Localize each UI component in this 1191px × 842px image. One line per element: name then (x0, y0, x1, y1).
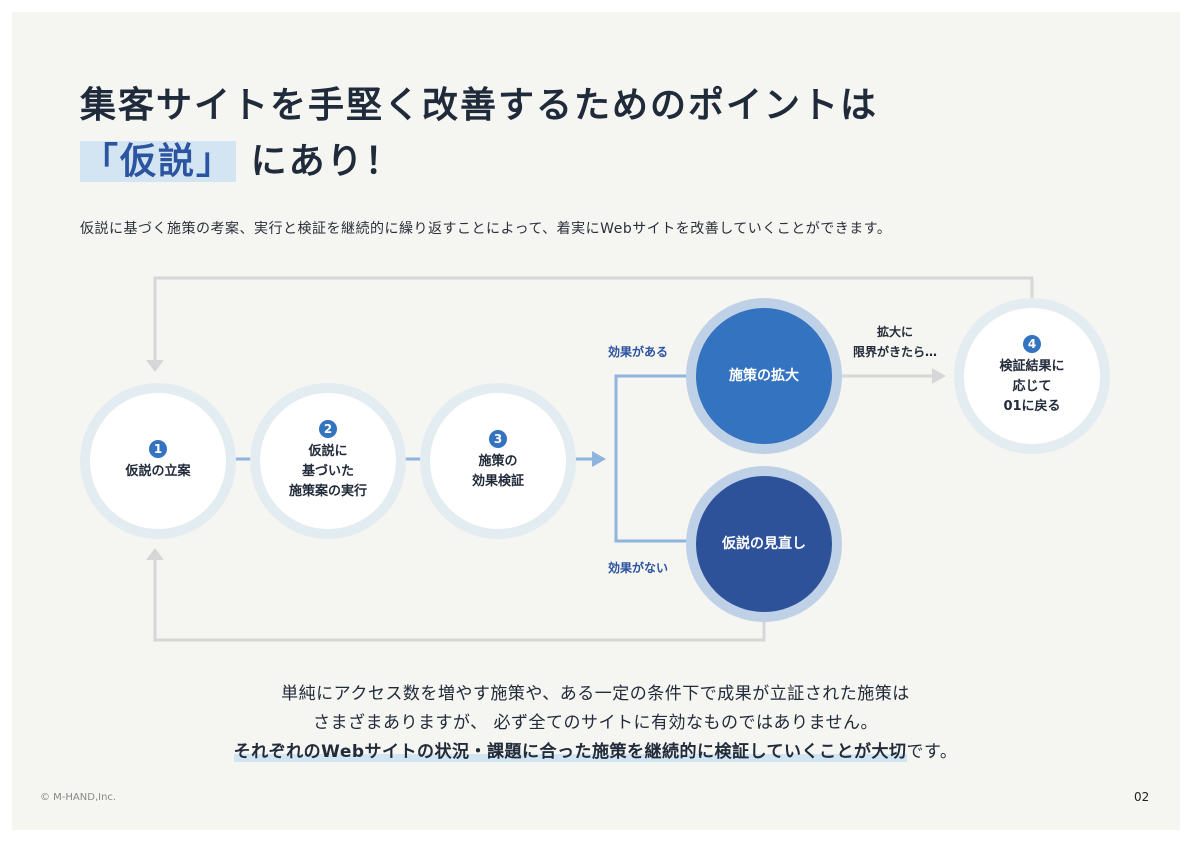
review-label: 仮説の見直し (722, 536, 806, 552)
conclusion-emphasis: それぞれのWebサイトの状況・課題に合った施策を継続的に検証していくことが大切 (233, 742, 907, 762)
conclusion-line-1: 単純にアクセス数を増やす施策や、ある一定の条件下で成果が立証された施策は (281, 684, 910, 704)
step-label: 検証結果に 応じて 01に戻る (999, 359, 1065, 414)
loop-bottom-line (153, 558, 766, 642)
subtitle: 仮説に基づく施策の考案、実行と検証を継続的に繰り返すことによって、着実にWebサ… (80, 221, 892, 237)
copyright: © M-HAND,Inc. (40, 792, 117, 803)
conclusion-line-3-rest: です。 (906, 742, 958, 762)
step-number-badge: 1 (149, 440, 167, 458)
negative-effect-label: 効果がない (608, 561, 669, 575)
branch-bracket (614, 374, 696, 543)
positive-effect-label: 効果がある (608, 345, 669, 359)
step-number-badge: 2 (319, 420, 337, 438)
arrow-right-icon (592, 451, 606, 467)
conclusion-text: 単純にアクセス数を増やす施策や、ある一定の条件下で成果が立証された施策は さまざ… (0, 680, 1191, 767)
step-3-circle: 3 施策の 効果検証 (420, 383, 576, 539)
step-number-badge: 4 (1023, 335, 1041, 353)
step-label: 施策の 効果検証 (471, 454, 524, 489)
limit-note: 拡大に 限界がきたら… (852, 325, 937, 359)
title-highlight: 「仮説」 (80, 141, 237, 182)
arrow-down-icon (146, 360, 164, 372)
title-line-1: 集客サイトを手堅く改善するためのポイントは (80, 85, 879, 126)
conclusion-line-2: さまざまありますが、 必ず全てのサイトに有効なものではありません。 (312, 713, 879, 733)
expand-measures-circle: 施策の拡大 (686, 298, 842, 454)
title-line-2: にあり！ (250, 141, 403, 182)
step-label: 仮説の立案 (125, 464, 191, 479)
page-number: 02 (1134, 790, 1150, 804)
step-number-badge: 3 (489, 430, 507, 448)
review-hypothesis-circle: 仮説の見直し (686, 466, 842, 622)
expand-label: 施策の拡大 (729, 368, 799, 384)
step-label: 仮説に 基づいた 施策案の実行 (288, 444, 367, 499)
arrow-right-gray-icon (932, 368, 946, 384)
page-title: 集客サイトを手堅く改善するためのポイントは 「仮説」 にあり！ (80, 78, 878, 190)
step-2-circle: 2 仮説に 基づいた 施策案の実行 (250, 383, 406, 539)
step-4-circle: 4 検証結果に 応じて 01に戻る (954, 298, 1110, 454)
arrow-up-icon (146, 548, 164, 560)
loop-top-line (153, 276, 1034, 362)
step-1-circle: 1 仮説の立案 (80, 383, 236, 539)
